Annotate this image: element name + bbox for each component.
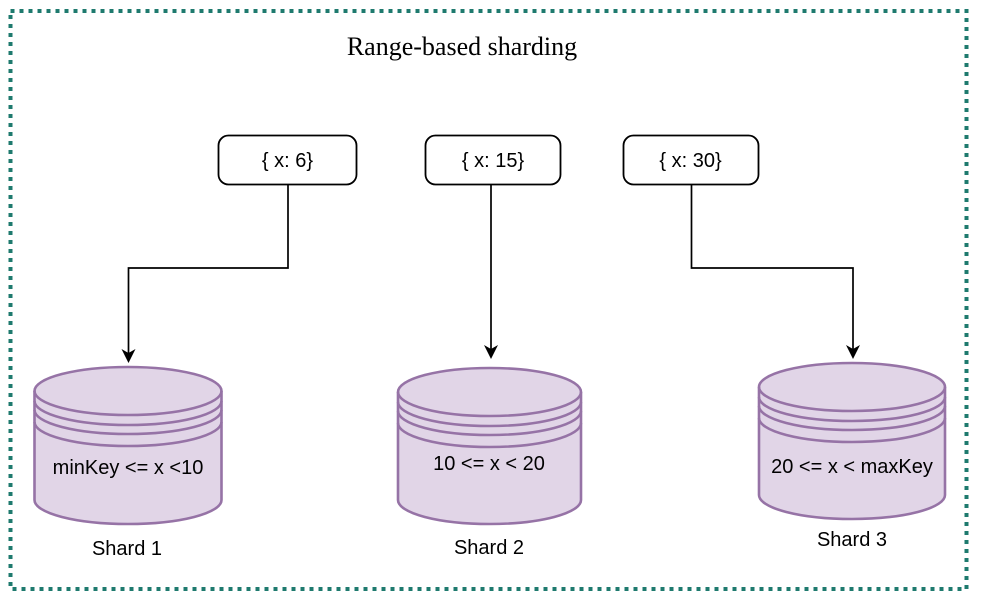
shard-1-stack-arc bbox=[33, 400, 223, 427]
shard-3-range-label: 20 <= x < maxKey bbox=[771, 456, 933, 478]
shard-1-stack-arc bbox=[33, 421, 223, 448]
query-node-2: { x: 15} bbox=[424, 134, 562, 186]
query-node-1: { x: 6} bbox=[217, 134, 358, 186]
diagram-title: Range-based sharding bbox=[347, 32, 577, 61]
shard-2-range-label: 10 <= x < 20 bbox=[433, 453, 545, 475]
shard-2-stack-arc bbox=[396, 401, 583, 428]
query-node-1-label: { x: 6} bbox=[262, 150, 313, 172]
shard-2-stack-arc bbox=[396, 422, 583, 449]
shard-3-stack-arc bbox=[757, 417, 947, 444]
shard-1-name-label: Shard 1 bbox=[92, 538, 162, 560]
shard-1-top-ellipse-arc bbox=[33, 390, 223, 417]
shard-2-top-ellipse-arc bbox=[396, 391, 583, 418]
arrow-to-shard-3 bbox=[690, 184, 860, 359]
shard-1-range-label: minKey <= x <10 bbox=[53, 457, 204, 479]
shard-3-top-ellipse-arc bbox=[757, 386, 947, 413]
dotted-frame-border bbox=[8, 9, 969, 591]
shard-1-stack-arc bbox=[33, 409, 223, 436]
shard-3-stack-arc bbox=[757, 396, 947, 423]
shard-3-name-label: Shard 3 bbox=[817, 529, 887, 551]
query-node-2-label: { x: 15} bbox=[462, 150, 525, 172]
arrow-to-shard-1 bbox=[121, 184, 289, 363]
shard-2-stack-arc bbox=[396, 410, 583, 437]
shard-1-cylinder: minKey <= x <10 bbox=[33, 365, 223, 526]
query-node-2-box bbox=[424, 134, 562, 186]
query-node-3: { x: 30} bbox=[622, 134, 760, 186]
shard-3-cylinder: 20 <= x < maxKey bbox=[757, 361, 947, 521]
shard-3-stack-arc bbox=[757, 405, 947, 432]
query-node-3-label: { x: 30} bbox=[659, 150, 722, 172]
shard-2-cylinder: 10 <= x < 20 bbox=[396, 366, 583, 526]
shard-2-name-label: Shard 2 bbox=[454, 537, 524, 559]
